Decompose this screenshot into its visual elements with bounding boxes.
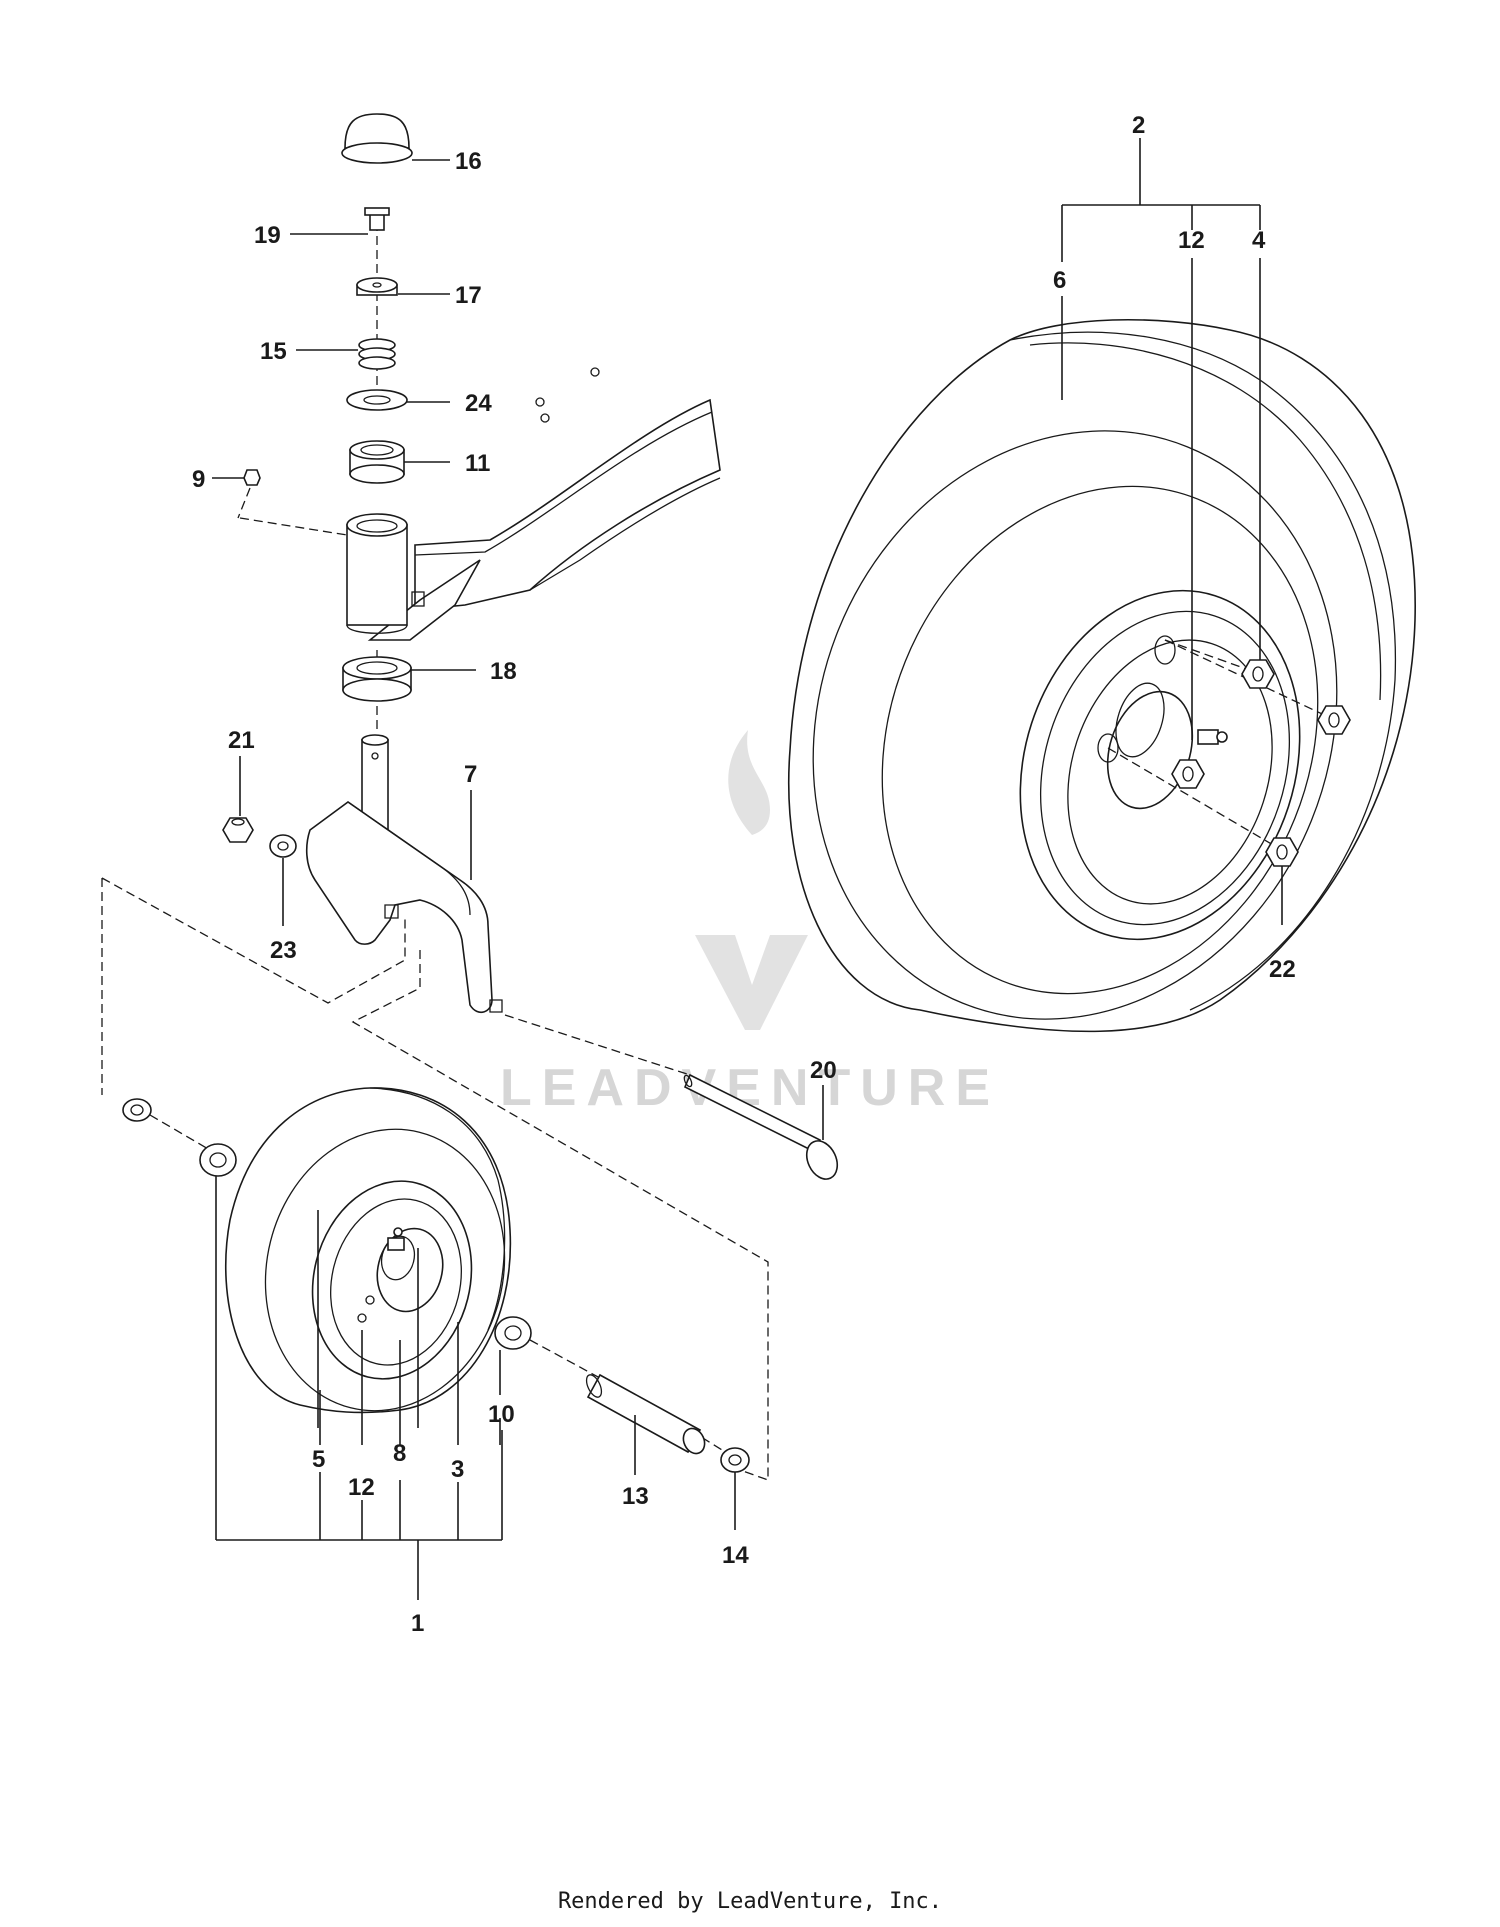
drive-tire-tread-line <box>1009 331 1397 1011</box>
callout-6: 6 <box>1053 267 1066 294</box>
callout-8: 8 <box>393 1440 406 1467</box>
drive-stud-dash <box>1107 747 1286 853</box>
frame-rail-edge <box>414 411 713 556</box>
callout-11: 11 <box>465 450 490 477</box>
caster-wheel-dash-outline <box>101 877 769 1481</box>
caster-grease-fitting <box>387 1227 405 1251</box>
caster-wheel-assembly <box>122 1087 750 1473</box>
caster-rim-ring <box>330 1198 462 1366</box>
callout-14: 14 <box>722 1542 749 1569</box>
callout-9: 9 <box>192 466 205 493</box>
drive-lug-nut <box>1317 705 1351 735</box>
callout-16: 16 <box>455 148 482 175</box>
caster-fork <box>305 734 691 1076</box>
caster-axle-tube <box>585 1373 706 1455</box>
callout-10: 10 <box>488 1401 515 1428</box>
drive-tire-sidewall-inner <box>881 485 1319 995</box>
frame-rail <box>367 367 721 641</box>
caster-end-washer <box>720 1447 750 1473</box>
frame-hole <box>540 413 550 423</box>
callout-5: 5 <box>312 1446 325 1473</box>
watermark-v-icon <box>695 935 808 1030</box>
drive-stud-dash <box>1164 639 1256 673</box>
callout-12b: 12 <box>1178 227 1205 254</box>
cap-washer <box>356 277 398 296</box>
upper-bearing <box>349 440 405 484</box>
drive-rim-bore <box>1115 682 1165 758</box>
frame-hole <box>535 397 545 407</box>
drive-tire-sidewall <box>812 430 1338 1020</box>
drive-lug-nut <box>1241 659 1275 689</box>
callout-labels: 16 19 17 15 24 11 9 18 21 7 23 20 10 5 8… <box>192 112 1296 1637</box>
callout-7: 7 <box>464 761 477 788</box>
caster-spacer-left-outer <box>122 1098 152 1122</box>
caster-tire-sidewall <box>264 1128 506 1412</box>
callout-13: 13 <box>622 1483 649 1510</box>
watermark-flame-icon <box>728 730 770 835</box>
callout-1: 1 <box>411 1610 424 1637</box>
pivot-stack <box>237 113 413 730</box>
callout-12a: 12 <box>348 1474 375 1501</box>
callout-19: 19 <box>254 222 281 249</box>
fork-nut <box>222 817 254 843</box>
bolt <box>364 207 390 231</box>
thrust-washer <box>346 389 408 411</box>
drive-wheel-assembly <box>788 318 1416 1033</box>
drive-rim-ring <box>1039 610 1291 926</box>
callout-15: 15 <box>260 338 287 365</box>
drive-lug-hole <box>1097 733 1119 763</box>
caster-tire-tread <box>369 1087 506 1331</box>
drive-stud-dash <box>1164 639 1336 721</box>
callout-4: 4 <box>1252 227 1266 254</box>
drive-grease-fitting <box>1197 729 1228 745</box>
caster-hub-bore <box>380 1235 416 1281</box>
drive-rim-ring-2 <box>1067 639 1273 905</box>
frame-hole <box>590 367 600 377</box>
leader-lines <box>212 138 1283 1600</box>
fork-washer <box>269 834 297 858</box>
callout-20: 20 <box>810 1057 837 1084</box>
callout-23: 23 <box>270 937 297 964</box>
drive-tire-tread-line-inner <box>1029 342 1382 701</box>
dust-cap <box>341 113 413 164</box>
callout-18: 18 <box>490 658 517 685</box>
axle-bolt <box>683 1073 839 1180</box>
drive-lug-nut <box>1265 837 1299 867</box>
frame-rail-lower-edge <box>529 477 721 591</box>
spring <box>358 338 396 370</box>
caster-spacer-right <box>494 1316 532 1350</box>
callout-17: 17 <box>455 282 482 309</box>
callout-22: 22 <box>1269 956 1296 983</box>
callout-3: 3 <box>451 1456 464 1483</box>
drive-lug-nut <box>1171 759 1205 789</box>
footer-credit: Rendered by LeadVenture, Inc. <box>557 1889 943 1914</box>
frame-slot <box>411 591 425 607</box>
lower-bearing <box>342 656 412 702</box>
callout-24: 24 <box>465 390 492 417</box>
frame-rail-body <box>414 398 721 611</box>
callout-2: 2 <box>1132 112 1145 139</box>
pivot-tube <box>239 513 408 634</box>
drive-lug-hole <box>1154 635 1176 665</box>
caster-spacer-left <box>199 1143 237 1177</box>
callout-21: 21 <box>228 727 255 754</box>
